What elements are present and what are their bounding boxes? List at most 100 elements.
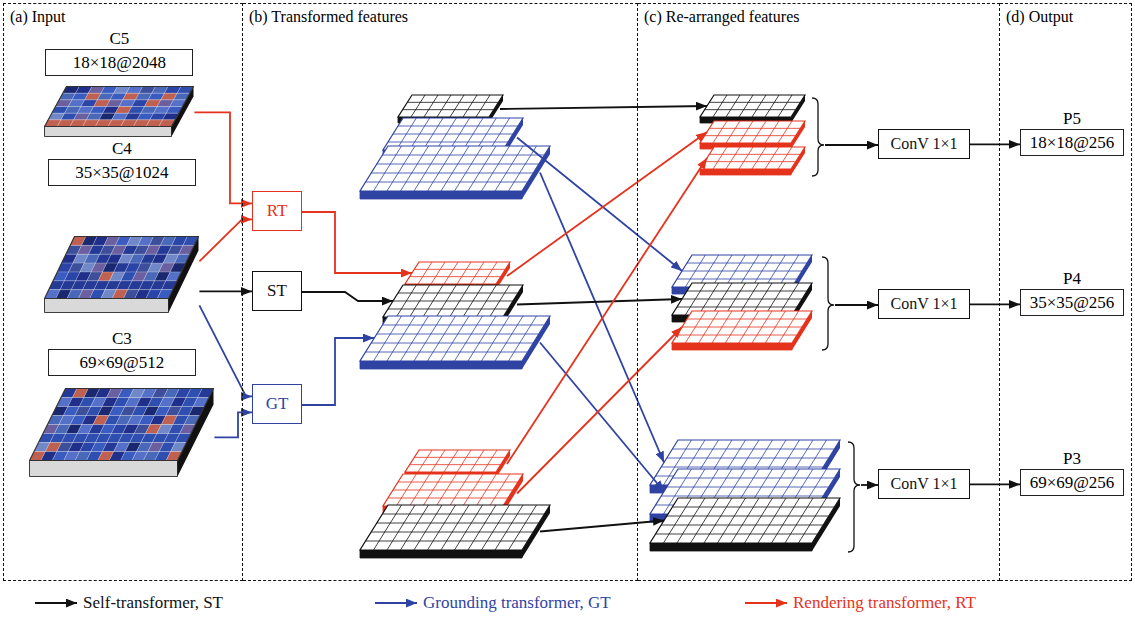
grid-line: [39, 442, 187, 443]
grid-line: [414, 146, 442, 191]
grid-line: [437, 95, 451, 117]
grid-line: [656, 534, 818, 535]
transform-arrow: [970, 143, 1020, 145]
slab-outline: [700, 147, 805, 169]
grid-line: [410, 464, 501, 465]
feature-name: C5: [44, 29, 194, 49]
curly-bracket: [848, 442, 860, 552]
feature-name: C3: [29, 329, 214, 349]
slab-outline: [45, 87, 194, 127]
grid-line: [455, 146, 483, 191]
grid-line: [67, 237, 97, 299]
grid-line: [410, 276, 501, 277]
grid-line: [407, 102, 498, 103]
size-box: 35×35@1024: [48, 159, 196, 186]
grid-line: [414, 316, 442, 361]
slab-top: [405, 450, 510, 472]
slab-top: [360, 146, 550, 191]
grid-line: [482, 316, 510, 361]
grid-line: [113, 237, 143, 299]
grid-line: [687, 291, 807, 292]
slab-outline: [360, 146, 550, 191]
feature-name: C4: [44, 139, 199, 159]
grid-line: [428, 316, 456, 361]
grid-line: [687, 319, 807, 320]
conv-box: ConV 1×1: [878, 129, 970, 159]
feature-map: [360, 146, 550, 199]
curly-bracket: [822, 257, 834, 350]
grid-line: [705, 135, 796, 136]
grid-line: [414, 505, 442, 550]
grid-line: [424, 95, 438, 117]
slab-top: [383, 474, 523, 506]
grid-line: [713, 95, 727, 117]
size-box: 18×18@256: [1020, 129, 1124, 156]
size-label: 18×18@256: [1030, 133, 1115, 152]
grid-line: [765, 95, 779, 117]
legend-arrow: [743, 593, 789, 613]
grid-line: [428, 505, 456, 550]
grid-line: [457, 450, 471, 472]
grid-line: [414, 457, 505, 458]
rearrange-arrow: [540, 521, 664, 532]
grid-line: [388, 309, 508, 310]
box-label: RT: [267, 201, 288, 221]
slab-front: [672, 343, 792, 350]
grid-line: [664, 498, 692, 543]
grid-line: [387, 316, 415, 361]
grid-line: [387, 146, 415, 191]
grid-line: [476, 95, 490, 117]
slab-outline: [405, 450, 510, 472]
grid-line: [441, 146, 469, 191]
input-feature: C435×35@1024: [44, 139, 199, 313]
grid-line: [418, 262, 432, 284]
feature-map: [700, 121, 805, 149]
slab-top: [650, 440, 840, 485]
grid-line: [752, 147, 766, 169]
transform-output-arrow: [302, 292, 393, 301]
box-label: ConV 1×1: [891, 475, 958, 493]
grid-line: [411, 95, 425, 117]
transform-arrow: [214, 412, 252, 437]
legend-arrow: [373, 593, 419, 613]
slab-outline: [405, 262, 510, 284]
legend-arrow-line: [375, 602, 417, 604]
grid-line: [398, 126, 518, 127]
rearrange-arrow: [517, 327, 682, 494]
grid-line: [667, 516, 829, 517]
slab-top: [383, 285, 523, 317]
output-feature: P435×35@256: [1020, 269, 1124, 316]
transform-output-arrow: [302, 338, 374, 405]
grid-line: [388, 142, 508, 143]
grid-line: [726, 95, 740, 117]
grid-line: [705, 109, 796, 110]
grid-line: [752, 121, 766, 143]
slab-outline: [650, 469, 840, 514]
slab-front: [45, 127, 172, 137]
grid-line: [366, 182, 528, 183]
slab-top: [672, 255, 812, 287]
grid-line: [374, 505, 402, 550]
slab-outline: [383, 285, 523, 317]
grid-line: [468, 316, 496, 361]
grid-line: [726, 147, 740, 169]
slab-top: [360, 316, 550, 361]
grid-line: [441, 316, 469, 361]
grid-line: [495, 146, 523, 191]
grid-line: [63, 93, 190, 94]
grid-line: [124, 237, 154, 299]
grid-line: [672, 449, 834, 450]
grid-line: [146, 237, 176, 299]
grid-line: [482, 146, 510, 191]
legend-text: Grounding transformer, GT: [423, 593, 611, 613]
slab-outline: [383, 118, 523, 150]
feature-name: P4: [1020, 269, 1124, 289]
grid-line: [799, 498, 827, 543]
slab-top: [650, 469, 840, 514]
feature-name: P5: [1020, 109, 1124, 129]
slab-outline: [360, 316, 550, 361]
slab-outline: [672, 311, 812, 343]
grid-line: [374, 316, 402, 361]
feature-map: [30, 389, 214, 477]
